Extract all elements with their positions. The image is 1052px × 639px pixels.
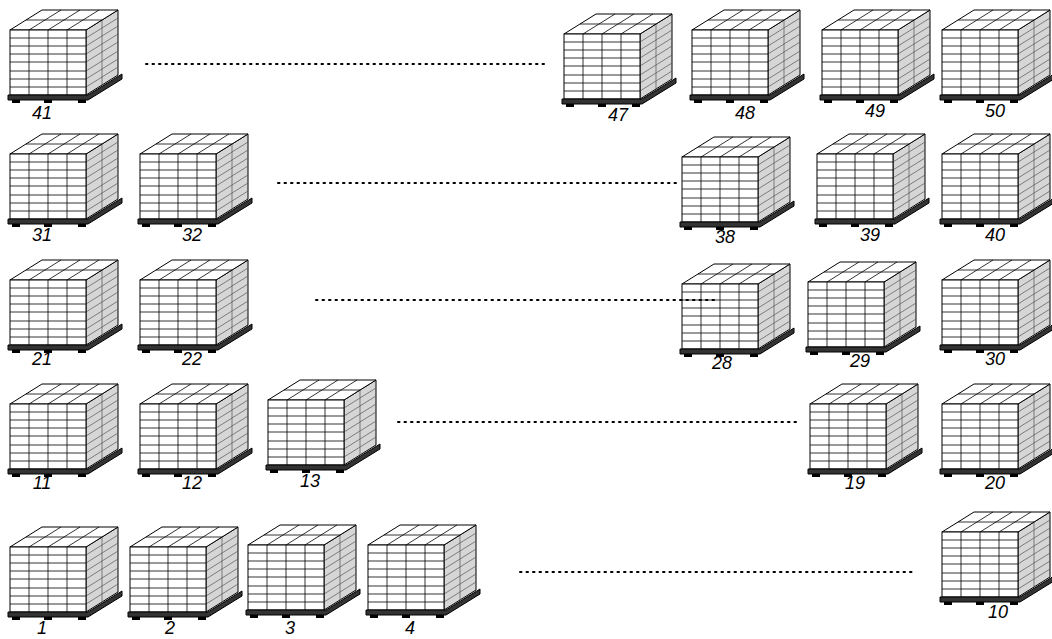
- callout-number: 30: [985, 350, 1005, 368]
- callout-number: 13: [300, 472, 320, 490]
- callout-number: 10: [988, 603, 1008, 621]
- callout-number: 21: [32, 350, 52, 368]
- callout-number: 20: [985, 474, 1005, 492]
- pallet: [940, 384, 1052, 477]
- pallet: [8, 527, 122, 620]
- pallet: [680, 137, 794, 230]
- pallet: [690, 10, 804, 103]
- pallet: [266, 380, 380, 473]
- pallet: [246, 525, 360, 618]
- pallet: [680, 264, 794, 357]
- callout-number: 32: [182, 226, 202, 244]
- ellipsis-dots: [146, 64, 912, 572]
- pallet: [806, 262, 920, 355]
- callout-number: 41: [32, 104, 52, 122]
- callout-number: 3: [285, 619, 295, 637]
- pallet: [940, 512, 1052, 605]
- callout-number: 12: [182, 474, 202, 492]
- callout-number: 31: [32, 226, 52, 244]
- callout-number: 50: [985, 102, 1005, 120]
- callout-number: 39: [860, 226, 880, 244]
- callout-number: 11: [33, 474, 52, 492]
- callout-number: 48: [735, 104, 755, 122]
- pallet: [366, 525, 480, 618]
- callout-number: 1: [37, 619, 47, 637]
- pallet: [815, 134, 929, 227]
- pallet: [562, 14, 676, 107]
- callout-number: 19: [845, 474, 865, 492]
- callout-number: 49: [865, 102, 885, 120]
- pallet: [8, 10, 122, 103]
- pallet: [820, 10, 934, 103]
- callout-number: 22: [182, 350, 202, 368]
- pallet: [940, 10, 1052, 103]
- callout-number: 2: [165, 619, 175, 637]
- pallet: [138, 134, 252, 227]
- callout-number: 29: [850, 352, 870, 370]
- callout-number: 28: [712, 354, 732, 372]
- callout-number: 4: [405, 619, 415, 637]
- pallet: [940, 260, 1052, 353]
- pallet: [940, 134, 1052, 227]
- callout-number: 47: [608, 106, 628, 124]
- pallet: [8, 384, 122, 477]
- callout-number: 38: [715, 228, 735, 246]
- pallet: [808, 384, 922, 477]
- pallet: [8, 260, 122, 353]
- pallet: [8, 134, 122, 227]
- pallet: [128, 527, 242, 620]
- callout-number: 40: [985, 226, 1005, 244]
- pallet: [138, 260, 252, 353]
- pallet: [138, 384, 252, 477]
